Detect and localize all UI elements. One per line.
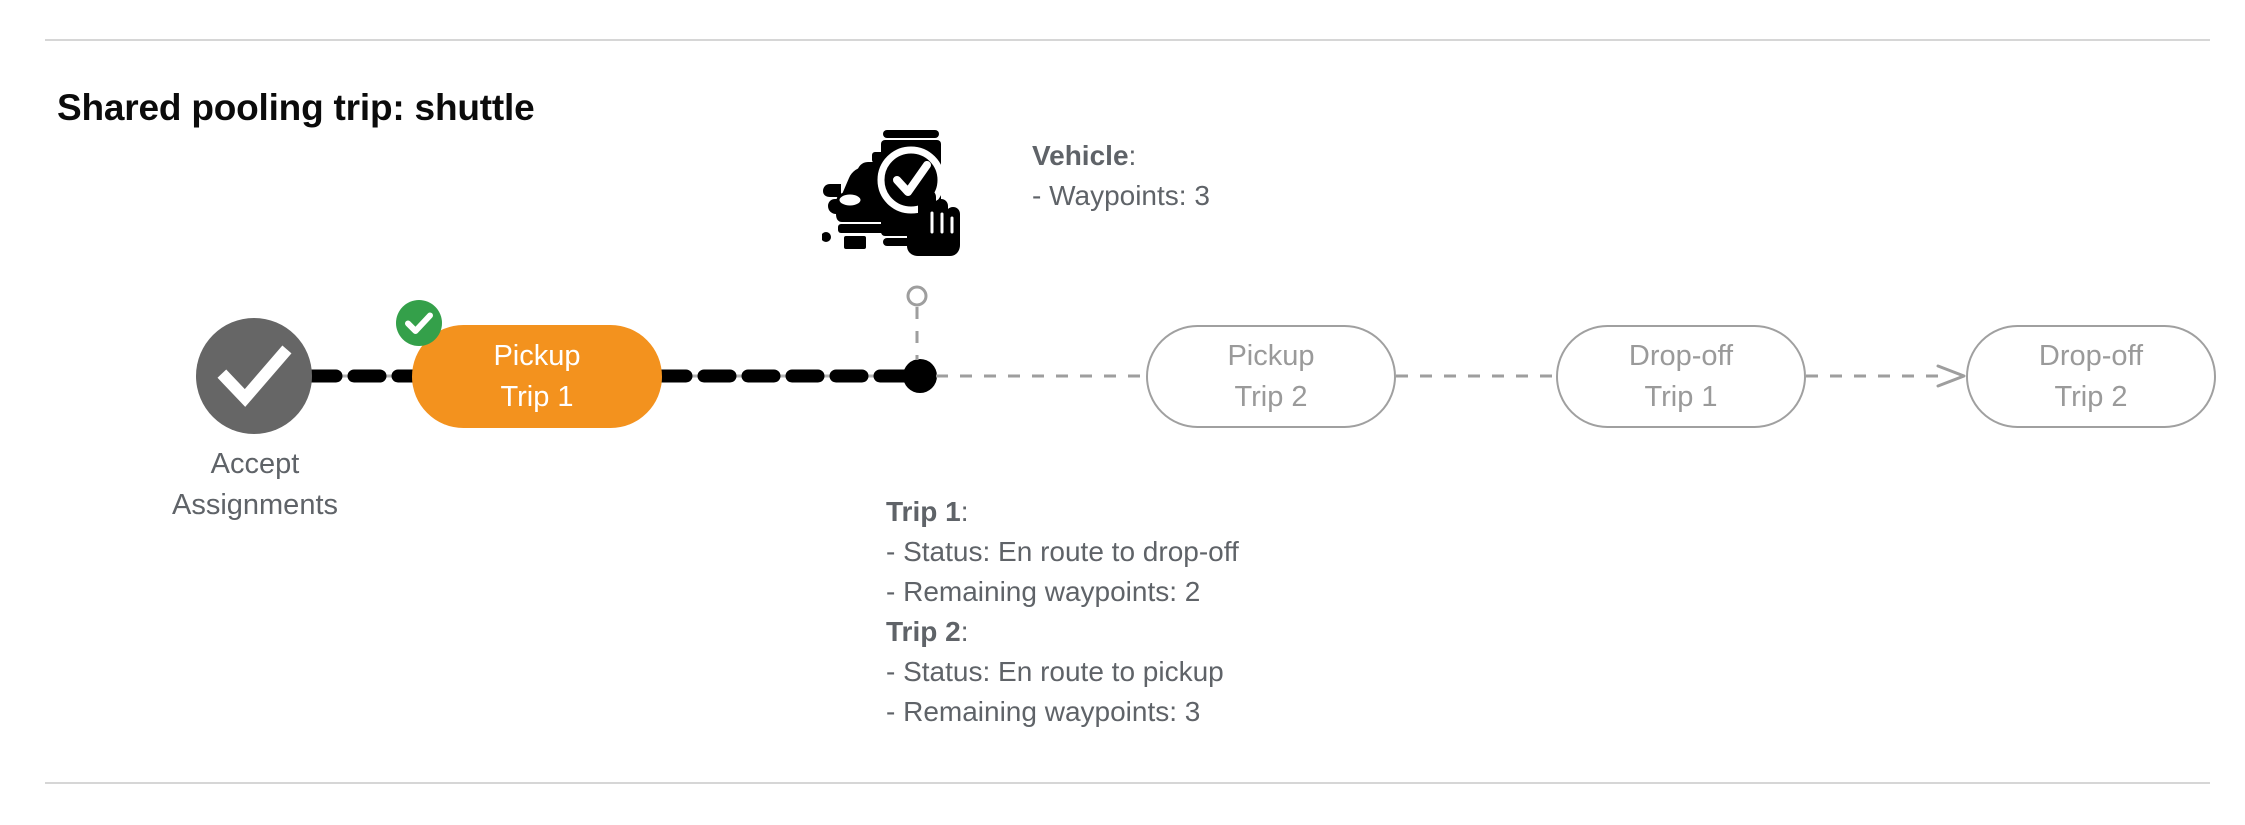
trip-1-status-line: - Status: En route to drop-off [886,536,1239,567]
step-dropoff-trip-1[interactable]: Drop-off Trip 1 [1556,325,1806,428]
divider-top [45,39,2210,41]
vehicle-annotation: Vehicle: - Waypoints: 3 [1032,136,1210,216]
step-pickup-trip-1-line2: Trip 1 [500,380,574,413]
step-dropoff-trip-2-line2: Trip 2 [2054,380,2128,413]
trip-1-heading-row: Trip 1: [886,492,1239,532]
accept-assignments-label: Accept Assignments [100,444,410,526]
divider-bottom [45,782,2210,784]
step-dropoff-trip-2[interactable]: Drop-off Trip 2 [1966,325,2216,428]
step-dropoff-trip-1-line1: Drop-off [1628,339,1734,372]
page-title: Shared pooling trip: shuttle [57,86,535,128]
step-pickup-trip-2-line2: Trip 2 [1234,380,1308,413]
step-pickup-trip-1-line1: Pickup [493,339,581,372]
step-pickup-trip-2[interactable]: Pickup Trip 2 [1146,325,1396,428]
trip-2-heading-suffix: : [960,616,969,647]
vehicle-annotation-heading: Vehicle [1032,140,1129,171]
check-badge-icon [396,300,442,346]
accept-label-line1: Accept [210,448,300,480]
step-dropoff-trip-1-line2: Trip 1 [1644,380,1718,413]
accept-label-line2: Assignments [171,489,338,521]
vehicle-annotation-heading-row: Vehicle: [1032,136,1210,176]
accept-assignments-node[interactable] [196,318,312,434]
accept-node-circle [196,318,312,434]
vehicle-phone-check-icon [822,130,960,256]
vehicle-annotation-heading-suffix: : [1128,140,1137,171]
trip-2-heading-row: Trip 2: [886,612,1239,652]
trip-2-status-line: - Status: En route to pickup [886,656,1224,687]
trip-1-heading: Trip 1 [886,496,961,527]
step-pickup-trip-2-line1: Pickup [1227,339,1315,372]
check-circle-icon [217,345,292,407]
trip-1-heading-suffix: : [960,496,969,527]
trip-2-heading: Trip 2 [886,616,961,647]
trip-1-waypoints-line: - Remaining waypoints: 2 [886,576,1201,607]
step-dropoff-trip-2-line1: Drop-off [2038,339,2144,372]
step-pickup-trip-1[interactable]: Pickup Trip 1 [412,325,662,428]
trip-annotation: Trip 1: - Status: En route to drop-off -… [886,492,1239,732]
vehicle-annotation-line-0: - Waypoints: 3 [1032,180,1210,211]
trip-2-waypoints-line: - Remaining waypoints: 3 [886,696,1201,727]
